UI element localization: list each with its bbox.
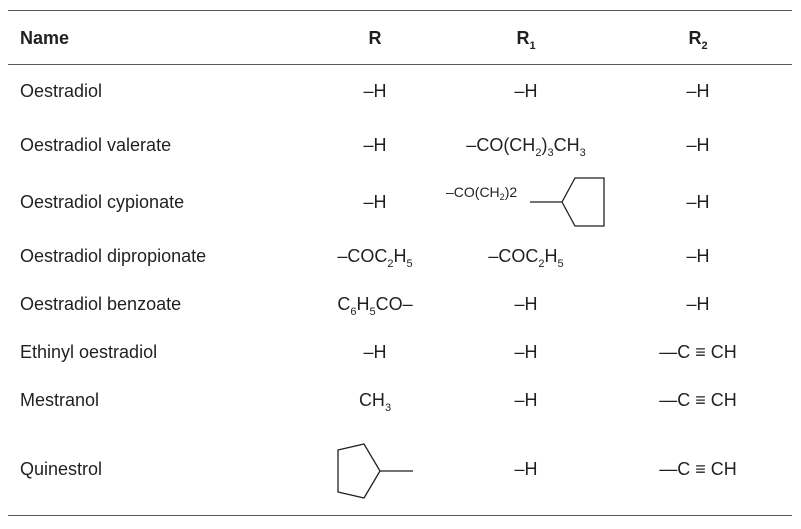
- row-r-formula: CH3: [358, 390, 392, 414]
- row-r2: —C ≡ CH: [659, 459, 737, 479]
- row-r2: –H: [686, 294, 710, 314]
- row-r1: –H: [514, 81, 538, 101]
- row-name: Mestranol: [20, 390, 100, 410]
- row-r: –H: [363, 81, 387, 101]
- row-r2: –H: [686, 192, 710, 212]
- row-r: –H: [363, 192, 387, 212]
- row-name: Oestradiol cypionate: [20, 192, 185, 212]
- top-rule: [8, 10, 792, 11]
- row-name: Oestradiol: [20, 81, 103, 101]
- row-name: Ethinyl oestradiol: [20, 342, 158, 362]
- header-r: R: [368, 28, 382, 48]
- row-r1-formula: –CO(CH2)3CH3: [466, 135, 586, 159]
- header-name: Name: [20, 28, 70, 48]
- cyclopentane-ring-icon: [337, 443, 413, 499]
- row-r2: –H: [686, 81, 710, 101]
- row-name: Oestradiol valerate: [20, 135, 172, 155]
- row-r1: –H: [514, 390, 538, 410]
- row-r1: –H: [514, 294, 538, 314]
- row-r2: —C ≡ CH: [659, 342, 737, 362]
- row-name: Oestradiol benzoate: [20, 294, 182, 314]
- row-r1: –H: [514, 459, 538, 479]
- bottom-rule: [8, 515, 792, 516]
- row-name: Oestradiol dipropionate: [20, 246, 207, 266]
- row-r: –H: [363, 342, 387, 362]
- row-r: –H: [363, 135, 387, 155]
- row-r-formula: C6H5CO–: [337, 294, 413, 318]
- row-r2: —C ≡ CH: [659, 390, 737, 410]
- row-r1: –H: [514, 342, 538, 362]
- row-r-formula: –COC2H5: [337, 246, 413, 270]
- header-r2: R2: [688, 28, 708, 52]
- row-name: Quinestrol: [20, 459, 103, 479]
- cyclopentane-ring-icon: [530, 177, 605, 227]
- row-r2: –H: [686, 135, 710, 155]
- row-r1-formula: –COC2H5: [488, 246, 564, 270]
- header-rule: [8, 64, 792, 65]
- cypionate-chain-label: –CO(CH2)2: [446, 184, 518, 202]
- row-r2: –H: [686, 246, 710, 266]
- header-r1: R1: [516, 28, 536, 52]
